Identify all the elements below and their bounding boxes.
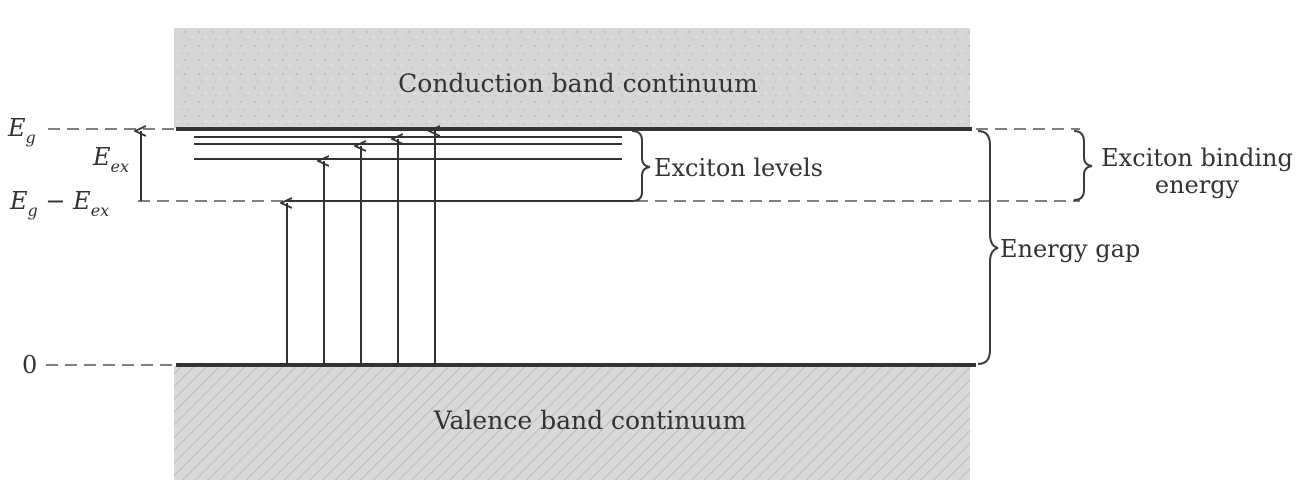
exciton-levels-label: Exciton levels [654,154,823,182]
zero-label: 0 [22,351,37,379]
energy-gap-label: Energy gap [1000,235,1140,263]
conduction-band-label: Conduction band continuum [398,69,758,98]
eg-label: Eg [7,114,36,147]
energy-gap-brace [977,130,999,365]
binding-energy-label-line1: Exciton binding [1101,144,1293,172]
binding-energy-brace [1073,130,1093,201]
eex-label: Eex [92,143,129,176]
binding-energy-label-line2: energy [1155,171,1240,199]
valence-band-region [174,366,970,480]
conduction-band-region [174,28,970,128]
exciton-levels-brace [631,130,651,202]
eg-minus-eex-label: Eg − Eex [9,187,109,220]
valence-band-label: Valence band continuum [433,406,747,435]
